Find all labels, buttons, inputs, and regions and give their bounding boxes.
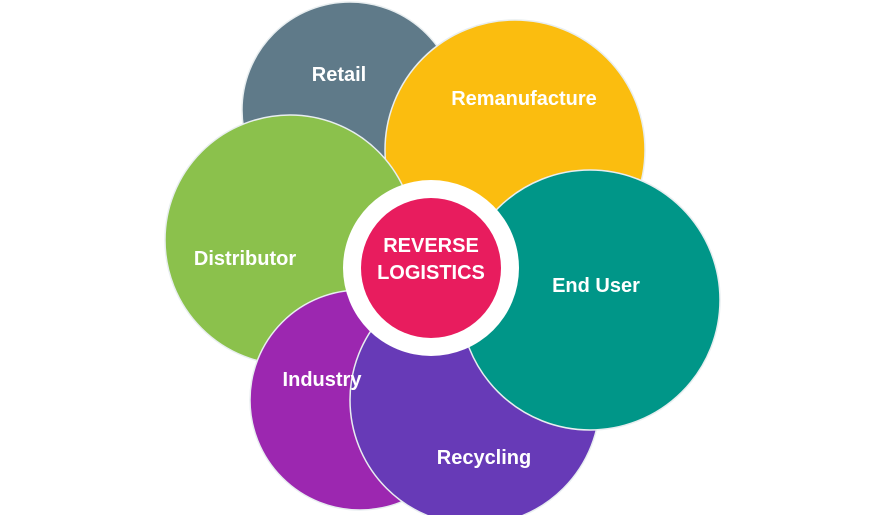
label-retail: Retail bbox=[312, 64, 366, 86]
center-circle bbox=[361, 198, 501, 338]
center-title-line1: REVERSE bbox=[383, 235, 479, 257]
label-industry: Industry bbox=[283, 369, 363, 391]
label-recycling: Recycling bbox=[437, 447, 531, 469]
center-title-line2: LOGISTICS bbox=[377, 262, 485, 284]
label-remanufacture: Remanufacture bbox=[451, 88, 597, 110]
label-distributor: Distributor bbox=[194, 248, 296, 270]
label-end-user: End User bbox=[552, 275, 640, 297]
